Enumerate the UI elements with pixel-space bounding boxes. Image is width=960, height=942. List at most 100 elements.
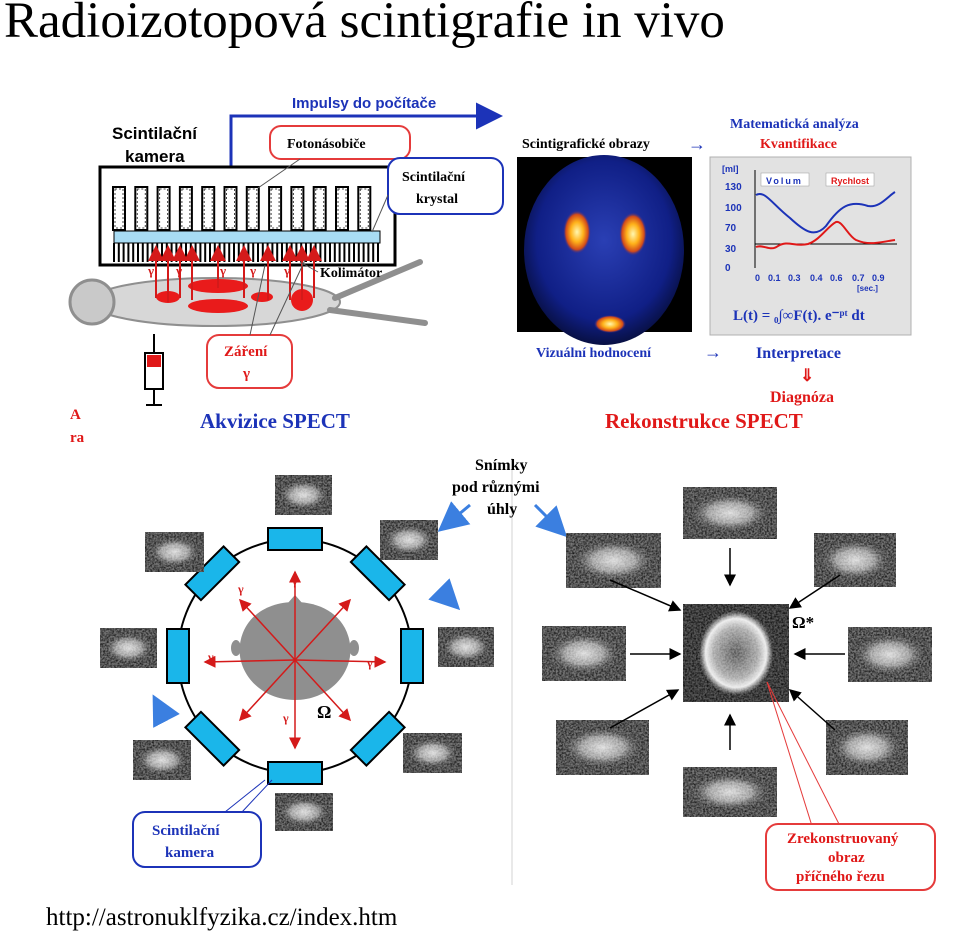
gamma-symbol: γ	[207, 650, 214, 664]
backprojection-arrow	[609, 579, 682, 612]
x-tick-label: 0.4	[810, 273, 823, 283]
gamma-symbol: γ	[249, 263, 256, 278]
head-ear	[349, 640, 359, 656]
callout-line	[766, 681, 841, 827]
projection-image	[826, 720, 908, 775]
kolimator-label: Kolimátor	[320, 266, 382, 281]
omega-star-label: Ω*	[792, 613, 814, 632]
kidney-hotspot	[563, 210, 591, 254]
reconstructed-callout	[765, 823, 936, 891]
y-tick-label: 30	[725, 244, 737, 255]
scintillation-crystal	[113, 230, 381, 244]
akvizice-title: Akvizice SPECT	[200, 409, 350, 433]
x-tick-label: 0	[755, 273, 760, 283]
panel-background	[709, 156, 912, 336]
omega-label: Ω	[317, 702, 331, 722]
y-tick-label: 0	[725, 263, 731, 274]
camera-head	[166, 628, 190, 684]
legend-volume-box	[760, 172, 810, 187]
fotonasobice-callout	[269, 125, 411, 160]
pointer-arrow	[533, 503, 568, 538]
legend-rate-box	[825, 172, 875, 187]
callout-line	[269, 259, 306, 336]
thumb-noise	[275, 475, 332, 515]
thumb-noise	[556, 720, 649, 775]
gamma-camera-schematic: Impulsy do počítače Scintilační kamera F…	[68, 95, 504, 406]
detector-block	[166, 628, 190, 684]
zareni-gamma: γ	[242, 366, 250, 382]
detector-block	[349, 710, 407, 768]
cut-off-text: A	[70, 407, 81, 423]
image-noise	[683, 604, 789, 702]
camera-head	[267, 527, 323, 551]
organ	[251, 292, 273, 302]
vizualni-label: Vizuální hodnocení	[536, 346, 652, 361]
snimky-label-1: Snímky	[475, 457, 527, 474]
krystal-label-2: krystal	[416, 192, 458, 207]
thumb-noise	[848, 627, 932, 682]
gamma-symbol: γ	[366, 656, 373, 670]
thumb-noise	[403, 733, 462, 773]
pmt-dynode	[114, 188, 124, 229]
bottom-camera-callout	[132, 811, 262, 868]
projection-image	[848, 627, 932, 682]
thumb-noise	[542, 626, 626, 681]
formula: L(t) = ₀∫∞F(t). e⁻ᵖᵗ dt	[733, 308, 865, 324]
pmt-dynode	[136, 188, 146, 229]
camera-heads	[166, 527, 424, 785]
pmt-dynode	[337, 188, 347, 229]
camera-head	[267, 761, 323, 785]
bottom-camera-label-2: kamera	[165, 845, 215, 861]
camera-head	[349, 710, 407, 768]
rekonstrukce-title: Rekonstrukce SPECT	[605, 409, 803, 433]
callout-line	[241, 779, 273, 813]
x-tick-label: 0.6	[830, 273, 843, 283]
impulse-arrow	[229, 102, 503, 168]
camera-head	[183, 544, 241, 602]
legend-rate: Rychlost	[831, 176, 869, 186]
thumb-noise	[683, 487, 777, 539]
gamma-ray-arrow	[238, 598, 296, 661]
pmt-dynode	[248, 188, 258, 229]
snimky-label-2: pod různými	[452, 479, 540, 496]
gamma-ray-arrow	[294, 598, 352, 661]
projection-image	[403, 733, 462, 773]
backprojection-arrow	[788, 574, 841, 609]
callout-line	[224, 779, 266, 813]
pmt-dynode	[203, 188, 213, 229]
rekon-label-2: obraz	[828, 850, 865, 866]
fotonasobice-label: Fotonásobiče	[287, 137, 366, 152]
gamma-symbol: γ	[283, 263, 290, 278]
rekon-label-3: příčného řezu	[796, 869, 885, 885]
gamma-symbol: γ	[291, 574, 298, 588]
gamma-symbol: γ	[175, 263, 182, 278]
thumb-noise	[145, 532, 204, 572]
y-tick-label: 100	[725, 203, 742, 214]
projection-image	[438, 627, 494, 667]
detector-block	[183, 710, 241, 768]
kidney-hotspot	[619, 212, 647, 256]
krystal-callout	[387, 157, 504, 215]
down-arrow-icon: ⇓	[800, 366, 814, 385]
syringe-icon	[144, 334, 164, 406]
mat-analyza-label: Matematická analýza	[730, 117, 859, 132]
projection-image	[380, 520, 438, 560]
curve-x-unit: [sec.]	[857, 284, 878, 293]
cut-off-text: ra	[70, 430, 85, 446]
scintigraphy-diagram: Impulsy do počítače Scintilační kamera F…	[68, 95, 936, 891]
x-tick-label: 0.3	[788, 273, 801, 283]
x-tick-label: 0.9	[872, 273, 885, 283]
gamma-ray-arrow	[203, 655, 296, 668]
projection-image	[542, 626, 626, 681]
gamma-ray-arrow	[294, 655, 387, 668]
pmt-dynode	[270, 188, 280, 229]
reconstructed-slice	[683, 604, 789, 702]
callout-line	[371, 194, 389, 233]
camera-head	[349, 544, 407, 602]
projection-image	[275, 475, 332, 515]
snimky-label-3: úhly	[487, 501, 517, 518]
thumb-noise	[133, 740, 191, 780]
